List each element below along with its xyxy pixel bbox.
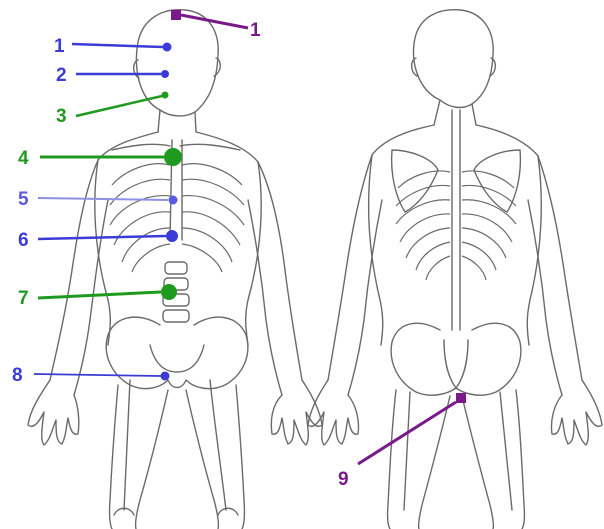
front-hand-left xyxy=(28,380,79,445)
back-arm-right-outer xyxy=(538,156,582,380)
point-4-marker: 4 xyxy=(18,148,182,169)
point-1-crown-label: 1 xyxy=(250,20,261,41)
point-9-marker: 9 xyxy=(338,393,466,490)
point-8-marker: 8 xyxy=(12,365,170,386)
point-2-label: 2 xyxy=(56,65,67,86)
front-skeleton-figure xyxy=(28,10,322,529)
front-ribcage xyxy=(110,164,244,272)
back-femurs xyxy=(404,392,512,510)
back-torso-left xyxy=(369,155,383,345)
back-pelvis xyxy=(391,323,521,395)
back-neck xyxy=(434,100,476,125)
front-torso-right xyxy=(246,162,261,345)
back-skeleton-figure xyxy=(308,10,602,529)
front-pelvis xyxy=(106,317,248,388)
front-leg-right-outer xyxy=(236,385,244,529)
back-shoulders xyxy=(372,125,538,156)
point-7-marker: 7 xyxy=(18,284,177,309)
front-neck xyxy=(158,110,196,132)
back-hand-left xyxy=(308,380,359,445)
point-8-label: 8 xyxy=(12,365,23,386)
front-arm-right-outer xyxy=(258,162,302,380)
point-1-brow-label: 1 xyxy=(54,36,65,57)
point-5-label: 5 xyxy=(18,189,29,210)
back-head-outline xyxy=(414,10,494,108)
back-sacrum xyxy=(444,340,468,388)
front-arm-left-outer xyxy=(50,160,98,380)
back-hand-right xyxy=(551,380,602,445)
front-pelvic-inlet xyxy=(150,345,204,372)
front-leg-left-inner xyxy=(136,390,168,529)
back-torso-right xyxy=(527,156,541,345)
back-arm-left-outer xyxy=(328,155,372,380)
front-leg-left-outer xyxy=(110,385,118,529)
back-leg-left-outer xyxy=(388,390,396,529)
front-kneecaps xyxy=(114,508,238,515)
front-hand-right xyxy=(271,380,322,445)
front-torso-left xyxy=(95,160,110,345)
back-leg-right-outer xyxy=(516,390,524,529)
front-arm-right-inner xyxy=(248,200,282,395)
point-2-marker: 2 xyxy=(56,65,169,86)
point-1-brow-marker: 1 xyxy=(54,36,172,57)
back-ribcage xyxy=(396,171,516,280)
point-3-label: 3 xyxy=(56,106,67,127)
point-5-marker: 5 xyxy=(18,189,178,210)
point-3-marker: 3 xyxy=(56,92,169,128)
back-spine xyxy=(452,110,460,330)
point-6-label: 6 xyxy=(18,230,29,251)
point-4-label: 4 xyxy=(18,148,29,169)
point-9-label: 9 xyxy=(338,469,349,490)
back-leg-right-inner xyxy=(462,396,493,529)
point-7-label: 7 xyxy=(18,288,29,309)
back-ears xyxy=(412,58,496,76)
